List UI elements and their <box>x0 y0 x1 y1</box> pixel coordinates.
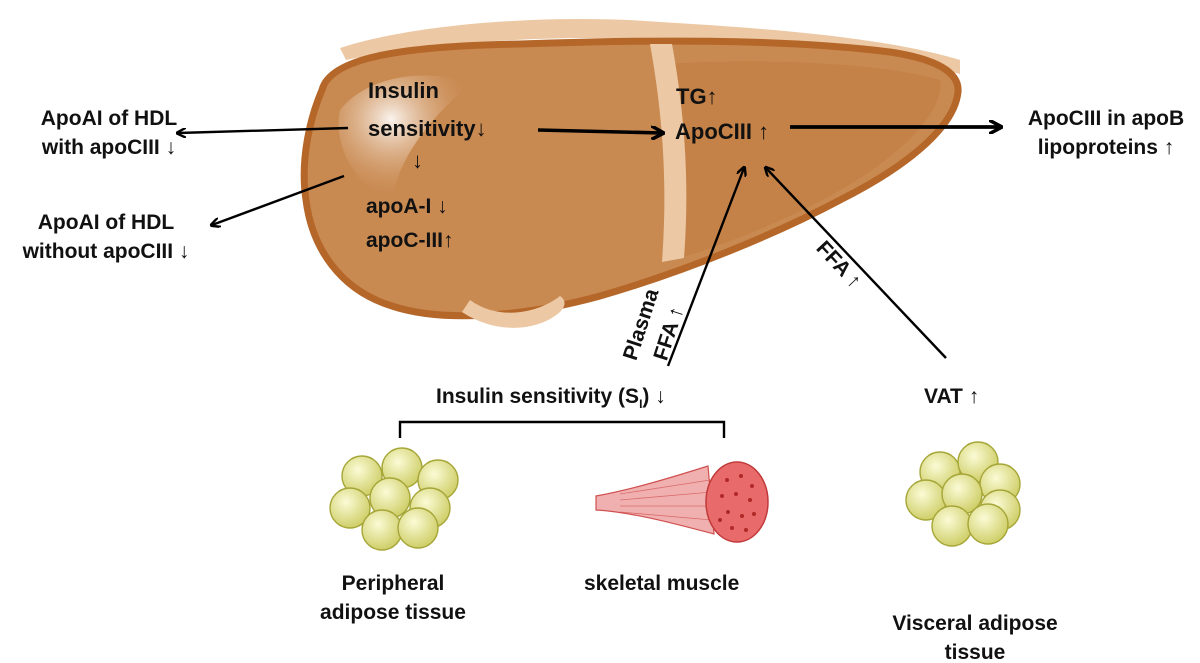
skeletal-muscle-label: skeletal muscle <box>584 572 740 595</box>
hdl-without-apociii-label: ApoAI of HDL without apoCIII ↓ <box>22 211 190 263</box>
skeletal-muscle-illustration <box>595 461 769 543</box>
peripheral-fat-cells <box>329 447 459 551</box>
vat-label: VAT ↑ <box>924 385 980 408</box>
arrow-to-hdl-with-apociii <box>178 126 349 133</box>
insulin-sensitivity-si-label: Insulin sensitivity (SI) ↓ <box>436 385 666 412</box>
apociii-label: ApoCIII ↑ <box>675 119 770 144</box>
liver-dark-outline <box>300 37 962 320</box>
apoc3-label: apoC-III↑ <box>366 229 454 252</box>
peripheral-adipose-label: Peripheral adipose tissue <box>320 572 466 624</box>
hdl-with-apociii-label: ApoAI of HDL with apoCIII ↓ <box>40 107 178 159</box>
liver-top-rim <box>340 19 960 74</box>
liver-illustration <box>300 19 962 328</box>
arrow-plasma-ffa <box>666 168 744 367</box>
arrow-to-hdl-without-apociii <box>212 174 345 225</box>
liver-down-arrow: ↓ <box>412 148 423 173</box>
liver-insulin-label-line1: Insulin <box>368 78 439 103</box>
apociii-in-apob-label: ApoCIII in apoB lipoproteins ↑ <box>1027 107 1185 159</box>
visceral-fat-cells <box>905 441 1021 547</box>
liver-right-lobe-shade <box>664 61 941 262</box>
tg-label: TG↑ <box>676 84 718 109</box>
liver-ligament <box>650 44 687 262</box>
insulin-bracket <box>398 420 726 438</box>
liver-left-lobe-highlight <box>338 75 470 200</box>
liver-lower-tab <box>462 296 565 328</box>
arrow-vat-ffa <box>766 168 947 359</box>
arrow-insulin-to-apociii <box>537 130 662 133</box>
apoa1-label: apoA-I ↓ <box>366 195 448 218</box>
visceral-adipose-label: Visceral adipose tissue <box>892 612 1058 663</box>
liver-insulin-label-line2: sensitivity↓ <box>368 116 487 141</box>
